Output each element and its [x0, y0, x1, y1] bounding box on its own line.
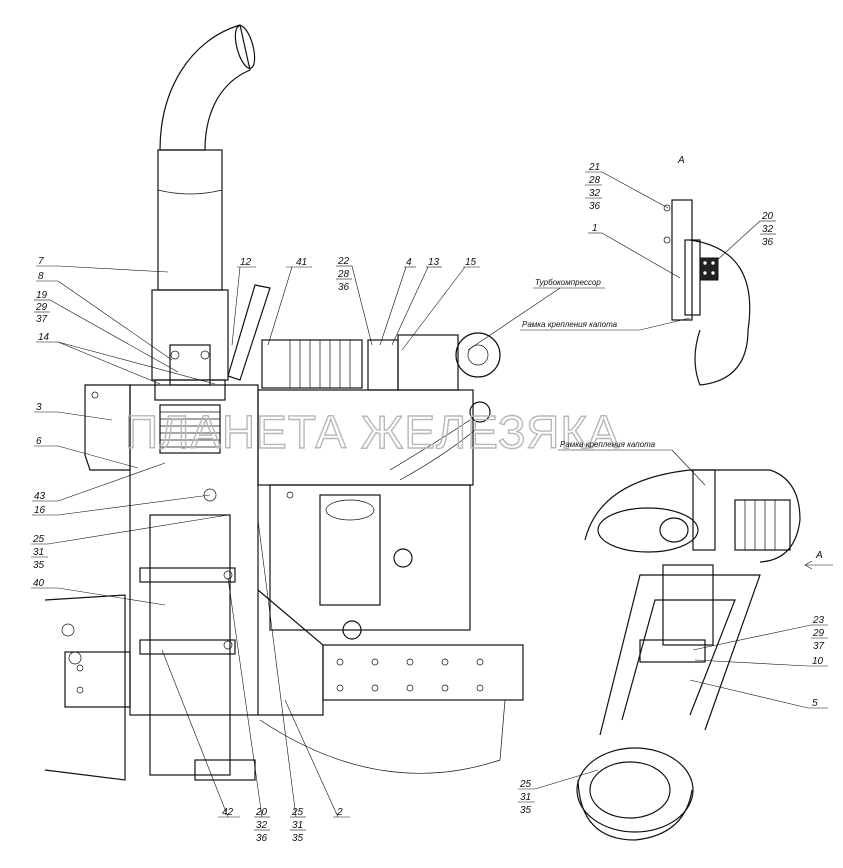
callout-7: 7 — [38, 256, 44, 267]
callout-19: 19 — [36, 290, 48, 301]
detail-side-view — [576, 469, 801, 841]
view-label-a-side: А — [815, 550, 823, 561]
callout-4: 4 — [406, 257, 412, 268]
callout-13: 13 — [428, 257, 440, 268]
callout-31b: 31 — [292, 820, 303, 831]
callout-12: 12 — [240, 257, 252, 268]
callout-32b: 32 — [256, 820, 268, 831]
callout-25b: 25 — [291, 807, 304, 818]
callout-8: 8 — [38, 271, 44, 282]
callout-31c: 31 — [520, 792, 531, 803]
corrugated-hose-right — [734, 499, 791, 551]
callout-36b: 36 — [256, 833, 268, 844]
callout-31a: 31 — [33, 547, 44, 558]
callout-3: 3 — [36, 402, 42, 413]
callout-23: 23 — [812, 615, 825, 626]
callout-14: 14 — [38, 332, 50, 343]
callout-20a: 20 — [761, 211, 774, 222]
engine-block — [257, 389, 476, 640]
callout-22: 22 — [337, 256, 350, 267]
callout-36c: 36 — [589, 201, 601, 212]
callout-29: 29 — [35, 302, 48, 313]
callout-36: 36 — [338, 282, 350, 293]
callout-41: 41 — [296, 257, 307, 268]
callout-5: 5 — [812, 698, 818, 709]
callout-42: 42 — [222, 807, 234, 818]
callout-32a: 32 — [762, 224, 774, 235]
callout-28c: 28 — [588, 175, 601, 186]
note-hood-frame-a: Рамка крепления капота — [522, 320, 618, 329]
exhaust-assembly — [44, 24, 524, 781]
watermark: ПЛАНЕТА ЖЕЛЕЗЯКА — [125, 406, 620, 458]
callout-21: 21 — [588, 162, 600, 173]
callout-6: 6 — [36, 436, 42, 447]
callout-1: 1 — [592, 223, 598, 234]
callout-10: 10 — [812, 656, 824, 667]
detail-view-a — [663, 199, 751, 386]
callout-36a: 36 — [762, 237, 774, 248]
note-hood-frame-b: Рамка крепления капота — [560, 440, 656, 449]
frame-rail — [257, 589, 524, 774]
callout-2: 2 — [336, 807, 343, 818]
callout-29d: 29 — [812, 628, 825, 639]
corrugated-joint — [159, 404, 221, 454]
callout-32c: 32 — [589, 188, 601, 199]
callout-35b: 35 — [292, 833, 304, 844]
callout-43: 43 — [34, 491, 46, 502]
callout-37: 37 — [36, 314, 48, 325]
callout-25a: 25 — [32, 534, 45, 545]
air-intake-hose — [261, 339, 363, 389]
callout-35a: 35 — [33, 560, 45, 571]
callout-35c: 35 — [520, 805, 532, 816]
callout-40: 40 — [33, 578, 45, 589]
callout-25c: 25 — [519, 779, 532, 790]
callout-28: 28 — [337, 269, 350, 280]
callout-15: 15 — [465, 257, 477, 268]
callout-37d: 37 — [813, 641, 825, 652]
note-turbocharger: Турбокомпрессор — [535, 278, 601, 287]
callout-16: 16 — [34, 505, 46, 516]
view-label-a-top: А — [677, 155, 685, 166]
